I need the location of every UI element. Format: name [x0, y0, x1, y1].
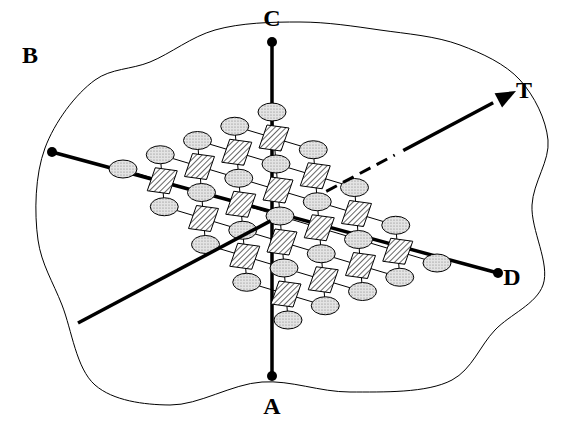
axis-end-dot	[267, 37, 277, 47]
hatched-square	[189, 206, 219, 232]
hatched-square	[271, 281, 301, 307]
hatched-square	[342, 201, 372, 227]
atom-ellipse	[188, 184, 216, 202]
hatched-square	[185, 154, 215, 180]
atom-ellipse	[258, 103, 286, 121]
hatched-square	[263, 177, 293, 203]
axis-end-dot	[267, 371, 277, 381]
axis-label: A	[263, 394, 280, 418]
atom-ellipse	[270, 259, 298, 277]
atom-ellipse	[349, 283, 377, 301]
axis-label: D	[503, 265, 520, 289]
atom-ellipse	[233, 273, 261, 291]
atom-ellipse	[307, 245, 335, 263]
hatched-square	[346, 253, 376, 279]
hatched-square	[304, 215, 334, 241]
atom-ellipse	[345, 231, 373, 249]
atom-ellipse	[225, 169, 253, 187]
axis-end-dot	[493, 268, 503, 278]
hatched-square	[300, 163, 330, 189]
atom-ellipse	[146, 146, 174, 164]
arrowhead	[495, 91, 516, 107]
atom-ellipse	[150, 198, 178, 216]
hatched-square	[383, 238, 413, 264]
atom-ellipse	[299, 141, 327, 159]
hatched-square	[267, 229, 297, 255]
hatched-square	[147, 168, 177, 194]
atom-ellipse	[221, 117, 249, 135]
hatched-square	[230, 243, 260, 269]
atom-ellipse	[303, 193, 331, 211]
hatched-square	[259, 125, 289, 151]
axis-label: B	[22, 43, 38, 67]
region-outline	[36, 22, 548, 405]
axis-label: T	[516, 78, 532, 102]
axis-line	[78, 221, 271, 323]
atom-ellipse	[274, 311, 302, 329]
atom-ellipse	[382, 216, 410, 234]
atom-ellipse	[386, 268, 414, 286]
axis-dashed	[326, 155, 394, 191]
axis-bd	[52, 152, 498, 273]
atom-ellipse	[423, 254, 451, 272]
hatched-square	[226, 191, 256, 217]
axis-end-dot	[47, 147, 57, 157]
atom-ellipse	[262, 155, 290, 173]
hatched-square	[222, 139, 252, 165]
axes	[47, 37, 503, 381]
atom-ellipse	[109, 160, 137, 178]
axis-t	[78, 91, 516, 323]
atom-ellipse	[311, 297, 339, 315]
hatched-square	[308, 267, 338, 293]
atom-ellipse	[184, 132, 212, 150]
axis-line	[403, 103, 493, 151]
axis-label: C	[263, 6, 280, 30]
